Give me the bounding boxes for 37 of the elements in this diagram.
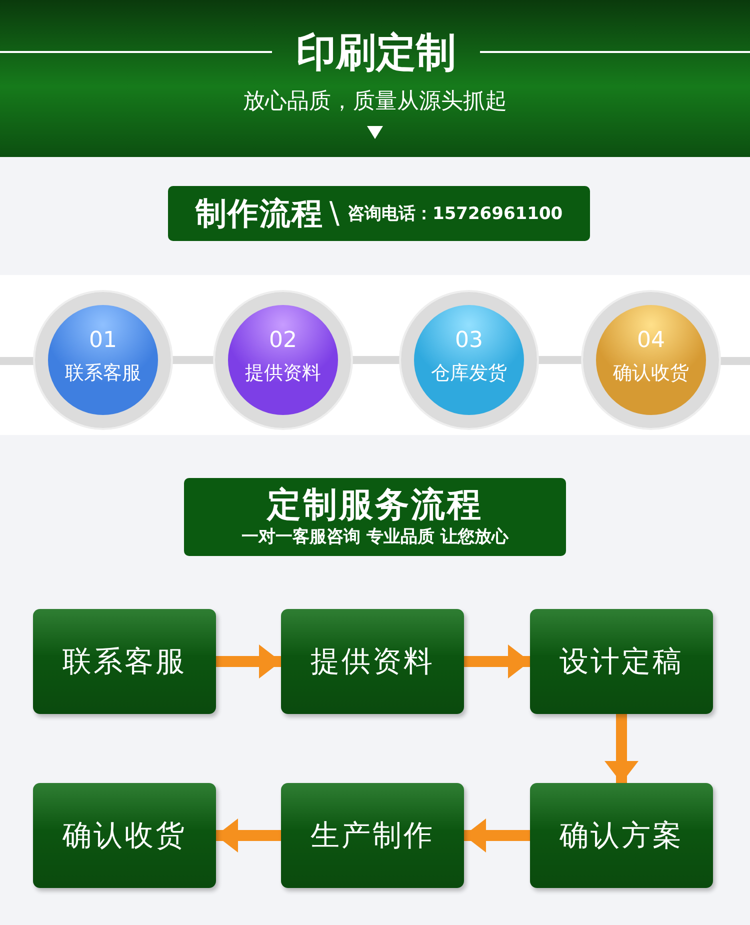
step-number: 04: [637, 327, 665, 355]
step-number: 02: [269, 327, 297, 355]
title-banner: [184, 478, 566, 556]
step-box: [281, 609, 464, 714]
step-label: 确认方案: [560, 816, 684, 854]
arrow: [604, 714, 638, 783]
connector-line: [351, 356, 401, 364]
step-box: [530, 783, 713, 888]
separator-mark: \: [329, 196, 340, 231]
step-label: 联系客服: [62, 642, 186, 680]
page-title: 印刷定制: [295, 29, 457, 78]
subtitle: 放心品质，质量从源头抓起: [242, 88, 508, 116]
step-label: 生产制作: [310, 816, 434, 854]
connector-line: [171, 356, 215, 364]
step-box: [33, 609, 216, 714]
step-number: 01: [89, 327, 117, 355]
arrow: [464, 644, 530, 678]
arrow: [216, 818, 281, 852]
step-label: 提供资料: [310, 642, 434, 680]
step-number: 03: [455, 327, 483, 355]
step-box: [281, 783, 464, 888]
step-box: [530, 609, 713, 714]
step-label: 确认收货: [62, 816, 186, 854]
step-label: 提供资料: [245, 361, 321, 386]
connector-line: [537, 356, 583, 364]
phone-number: 咨询电话：15726961100: [347, 203, 563, 225]
arrow: [216, 644, 281, 678]
step-label: 联系客服: [65, 361, 141, 386]
step-label: 仓库发货: [431, 361, 507, 386]
step-label: 设计定稿: [560, 642, 684, 680]
step-box: [33, 783, 216, 888]
banner-title: 制作流程: [195, 194, 324, 234]
banner-subtitle: 一对一客服咨询 专业品质 让您放心: [242, 526, 508, 549]
step-label: 确认收货: [613, 361, 689, 386]
arrow: [464, 818, 530, 852]
title-banner: [168, 186, 590, 241]
banner-title: 定制服务流程: [267, 485, 483, 525]
